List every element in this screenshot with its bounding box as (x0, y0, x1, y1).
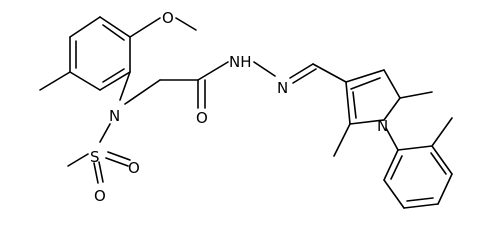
s-o-bond-1b (105, 157, 129, 167)
pyrrole-methyl-left-bond (333, 123, 351, 157)
amine-nitrogen-label: N (109, 107, 120, 125)
ring-to-n-bond (119, 71, 131, 101)
pyrrole-methyl-right-bond (399, 91, 433, 99)
pyrrole-ring (345, 69, 401, 125)
methoxy-methyl-bond (175, 17, 197, 31)
methoxy-bond (129, 17, 161, 38)
pyrrole-nitrogen-label: N (377, 117, 388, 135)
hydrazide-nh-label: NH (229, 53, 252, 71)
s-methyl-bond (67, 153, 89, 167)
sulfonyl-oxygen-right-label: O (128, 159, 140, 177)
methoxy-oxygen-label: O (162, 9, 174, 27)
pyrrole-n-to-aryl-bond (385, 127, 399, 151)
s-o-bond-1a (107, 151, 131, 161)
n-ch-double-bond-b (292, 68, 317, 84)
tolyl-methyl-bond (431, 117, 453, 147)
tolyl-ring (383, 145, 453, 209)
sulfur-label: S (90, 148, 100, 166)
s-o-bond-2b (93, 162, 99, 184)
carbonyl-oxygen-label: O (196, 109, 208, 127)
left-benzene-ring (69, 16, 131, 91)
molecule-structure: O N S O O O NH N N (39, 9, 453, 209)
ch-to-pyrrole-bond (312, 63, 347, 83)
s-o-bond-2a (98, 161, 104, 183)
sulfonyl-oxygen-bottom-label: O (94, 187, 106, 205)
n-to-ch2-bond (124, 79, 161, 105)
n-ch-double-bond-a (289, 63, 314, 79)
methyl-bond-left (39, 71, 71, 91)
n-to-s-bond (99, 123, 111, 143)
hydrazone-nitrogen-label: N (277, 79, 288, 97)
co-to-nh-bond (197, 61, 229, 81)
nh-to-n-bond (253, 61, 276, 77)
